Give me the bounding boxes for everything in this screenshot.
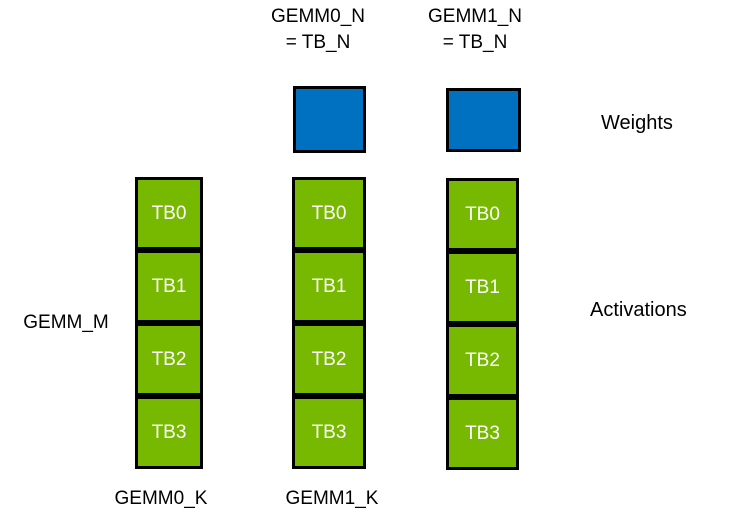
weights-tile-gemm1 xyxy=(446,88,521,152)
tb-block: TB3 xyxy=(135,396,203,469)
weights-label: Weights xyxy=(601,112,673,134)
tb-block: TB3 xyxy=(446,397,519,470)
activations-column-0: TB0 TB1 TB2 TB3 xyxy=(135,177,203,469)
gemm0-n-label-line1: GEMM0_N xyxy=(271,6,365,27)
gemm1-k-label: GEMM1_K xyxy=(285,488,379,509)
tb-block: TB2 xyxy=(446,324,519,397)
tb-block: TB3 xyxy=(292,396,366,469)
tb-block: TB1 xyxy=(292,250,366,323)
tb-block: TB2 xyxy=(135,323,203,396)
tb-block: TB1 xyxy=(135,250,203,323)
weights-tile-gemm0 xyxy=(293,86,366,153)
gemm1-n-label-line2: = TB_N xyxy=(442,32,508,53)
gemm0-k-label: GEMM0_K xyxy=(114,488,208,509)
activations-column-1: TB0 TB1 TB2 TB3 xyxy=(292,177,366,469)
tb-block: TB2 xyxy=(292,323,366,396)
gemm1-n-label: GEMM1_N = TB_N xyxy=(395,4,555,56)
gemm-m-label: GEMM_M xyxy=(23,312,109,333)
tb-block: TB1 xyxy=(446,251,519,324)
tb-block: TB0 xyxy=(135,177,203,250)
activations-column-2: TB0 TB1 TB2 TB3 xyxy=(446,178,519,470)
gemm0-n-label: GEMM0_N = TB_N xyxy=(238,4,398,56)
activations-label: Activations xyxy=(590,299,687,321)
gemm1-n-label-line1: GEMM1_N xyxy=(428,6,522,27)
tb-block: TB0 xyxy=(292,177,366,250)
tb-block: TB0 xyxy=(446,178,519,251)
gemm0-n-label-line2: = TB_N xyxy=(285,32,351,53)
